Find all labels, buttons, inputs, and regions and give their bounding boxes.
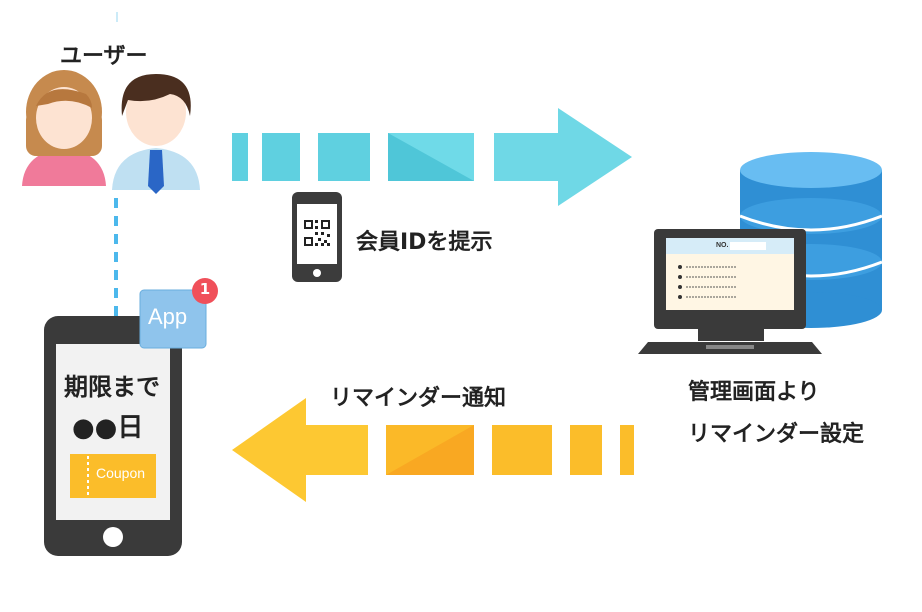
qr-code-icon	[304, 220, 330, 246]
qr-phone-icon	[292, 192, 342, 282]
present-id-arrow	[232, 108, 632, 206]
monitor-header-label: NO.	[716, 242, 729, 249]
notification-badge	[192, 278, 218, 304]
users-label: ユーザー	[60, 44, 148, 69]
app-icon	[139, 289, 207, 349]
reminder-arrow	[232, 398, 634, 502]
phone-days-text: ●●日	[72, 413, 144, 443]
app-icon-label: App	[148, 304, 188, 329]
admin-label-line1: 管理画面より	[688, 380, 820, 405]
user-female-icon	[22, 70, 106, 186]
notification-badge-count: 1	[199, 280, 211, 298]
reminder-notification-label: リマインダー通知	[330, 386, 507, 411]
present-id-label: 会員IDを提示	[356, 230, 493, 255]
admin-computer-icon	[638, 229, 822, 354]
coupon-ticket	[70, 454, 156, 498]
phone-deadline-text: 期限まで	[64, 373, 160, 401]
admin-label-line2: リマインダー設定	[688, 422, 865, 447]
coupon-label: Coupon	[96, 465, 146, 481]
user-male-icon	[112, 74, 200, 194]
